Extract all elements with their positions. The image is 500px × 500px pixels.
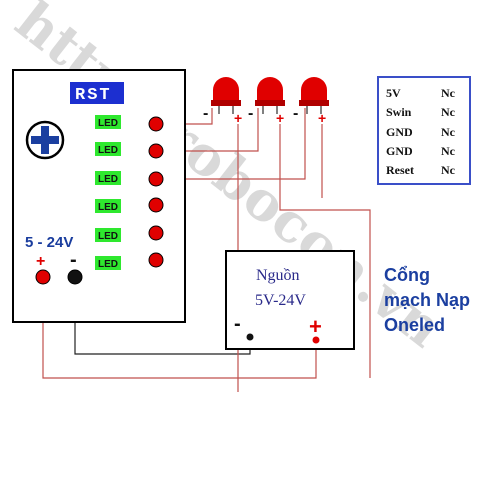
caption-line-2: mạch Nạp [384, 290, 470, 310]
pin-name-3: GND [386, 125, 413, 139]
wire-led2-pos [279, 124, 371, 378]
external-led-1-minus: - [203, 105, 208, 122]
wire-plus [42, 278, 317, 379]
external-led-3-minus: - [293, 105, 298, 122]
board-plus-terminal [35, 269, 51, 285]
connector-caption: Cổng mạch Nạp Oneled [384, 265, 470, 335]
external-led-2-plus: + [276, 110, 284, 126]
led-terminal-4 [148, 197, 164, 213]
led-label-6: LED [98, 259, 118, 270]
external-led-1-plus: + [234, 110, 242, 126]
caption-line-1: Cổng [384, 265, 430, 285]
controller-board: RST LED LED LED LED LED LED [12, 69, 186, 323]
pin-state-3: Nc [441, 125, 456, 139]
psu-plus-sign: + [309, 314, 322, 339]
wire-led2-neg [156, 108, 259, 152]
pin-name-5: Reset [386, 163, 414, 177]
external-led-2: - + [248, 77, 285, 126]
led-terminal-3 [148, 171, 164, 187]
psu-minus-terminal [246, 333, 254, 341]
external-led-2-minus: - [248, 105, 253, 122]
led-terminal-6 [148, 252, 164, 268]
pin-name-4: GND [386, 144, 413, 158]
rst-label: RST [75, 86, 112, 105]
board-minus-sign: - [70, 249, 77, 271]
led-terminals [148, 116, 164, 268]
led-label-4: LED [98, 202, 118, 213]
led-label-5: LED [98, 231, 118, 242]
pin-state-1: Nc [441, 86, 456, 100]
programming-connector: 5V Nc Swin Nc GND Nc GND Nc Reset Nc [377, 76, 471, 185]
led-label-2: LED [98, 145, 118, 156]
led-label-1: LED [98, 118, 118, 129]
led-terminal-2 [148, 143, 164, 159]
board-voltage-label: 5 - 24V [25, 234, 73, 251]
led-terminal-1 [148, 116, 164, 132]
rst-label-box [70, 82, 124, 104]
pin-name-1: 5V [386, 86, 401, 100]
pin-state-4: Nc [441, 144, 456, 158]
pin-state-2: Nc [441, 105, 456, 119]
external-led-3-plus: + [318, 110, 326, 126]
board-minus-terminal [67, 269, 83, 285]
wire-led3-neg [156, 108, 306, 180]
psu-plus-terminal [312, 336, 320, 344]
caption-line-3: Oneled [384, 315, 445, 335]
potentiometer-knob[interactable] [25, 120, 65, 160]
power-supply: Nguồn 5V-24V - + [225, 250, 355, 350]
board-plus-sign: + [36, 253, 45, 270]
external-leds: - + - + - + [203, 77, 329, 126]
led-label-3: LED [98, 174, 118, 185]
pin-state-5: Nc [441, 163, 456, 177]
psu-voltage: 5V-24V [255, 292, 306, 309]
led-label-column: LED LED LED LED LED LED [95, 115, 121, 270]
led-terminal-5 [148, 225, 164, 241]
external-led-1: - + [203, 77, 242, 126]
psu-minus-sign: - [234, 313, 241, 335]
external-led-3: - + [293, 77, 329, 126]
psu-title: Nguồn [256, 267, 300, 284]
pin-name-2: Swin [386, 105, 412, 119]
